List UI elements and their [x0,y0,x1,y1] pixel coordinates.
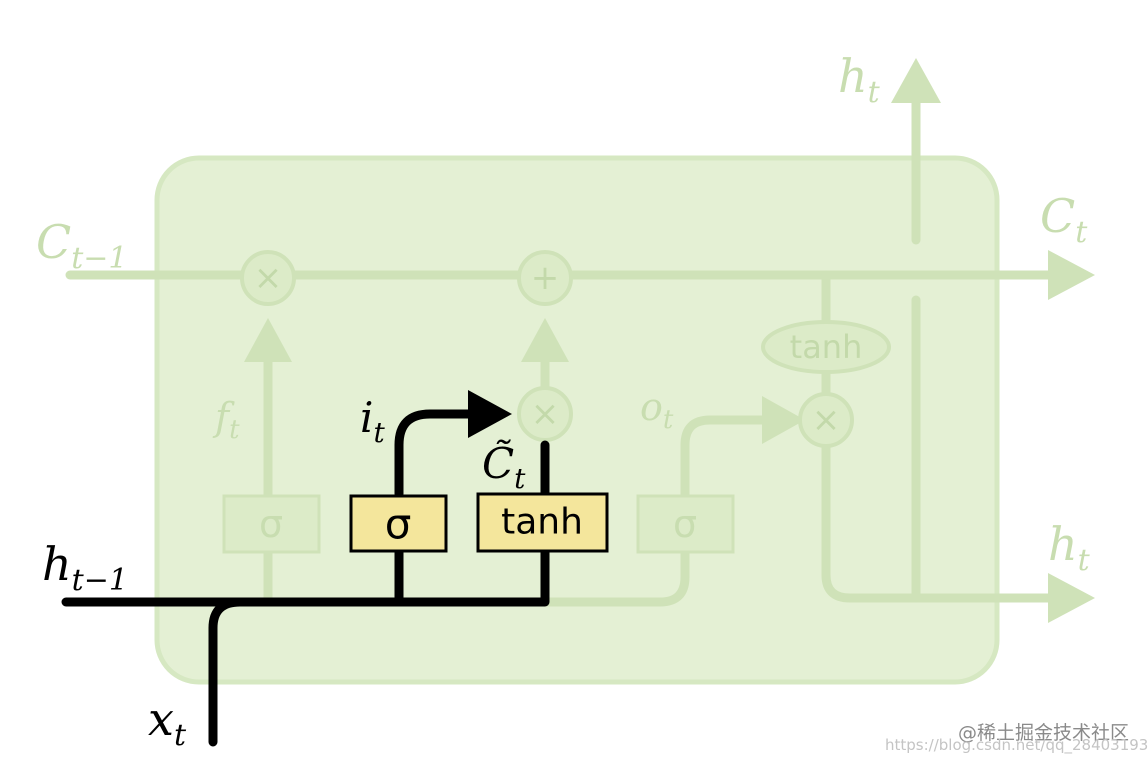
cell-tanh-label: tanh [790,328,863,366]
input-gate-arrowhead [468,390,512,438]
output-arrowhead [762,396,805,444]
watermark-site: @稀土掘金技术社区 [958,722,1130,744]
o-gate-label: ot [640,385,674,435]
highlight-labels: ht−1 xt it C̃t [42,393,526,753]
add-arrowhead [521,318,569,362]
i-gate-label: it [360,393,385,449]
forget-sigma-box [222,494,321,554]
input-sigma-label: σ [385,500,412,549]
c-prev-label: Ct−1 [36,215,127,276]
highlight-layers: σ tanh [349,492,609,553]
faint-paths [65,58,1095,623]
forget-multiply-node [240,250,296,306]
h-output-path [821,440,1055,603]
x-input-label: xt [148,692,187,753]
output-sigma-box [636,494,735,554]
c-out-label: Ct [1040,189,1088,250]
c-tilde-label: C̃t [482,438,526,495]
forget-multiply-symbol: × [254,258,283,298]
input-multiply-node [517,386,573,442]
h-right-arrowhead [1048,573,1095,623]
input-gate-curve [394,409,475,499]
cell-add-symbol: + [531,258,560,298]
cell-tanh-node [761,320,891,374]
output-multiply-node [798,392,854,448]
candidate-tanh-label: tanh [501,502,583,543]
h-top-label: ht [838,49,881,110]
h-up-arrowhead [891,58,941,103]
h-right-label: ht [1048,517,1091,578]
cell-state-arrowhead [1048,250,1095,300]
faint-layers: σ σ [222,494,735,554]
h-prev-label: ht−1 [42,537,128,598]
cell-add-node [517,250,573,306]
operators: × + × × tanh [240,250,891,448]
output-multiply-symbol: × [812,400,841,440]
candidate-tanh-box [476,492,609,553]
forget-sigma-label: σ [259,502,283,546]
input-sigma-box [349,494,448,553]
watermark-url: https://blog.csdn.net/qq_28403193 [885,736,1148,754]
forget-arrowhead [244,318,292,362]
x-input-line [208,597,245,747]
input-multiply-symbol: × [531,394,560,434]
output-sigma-label: σ [673,502,697,546]
